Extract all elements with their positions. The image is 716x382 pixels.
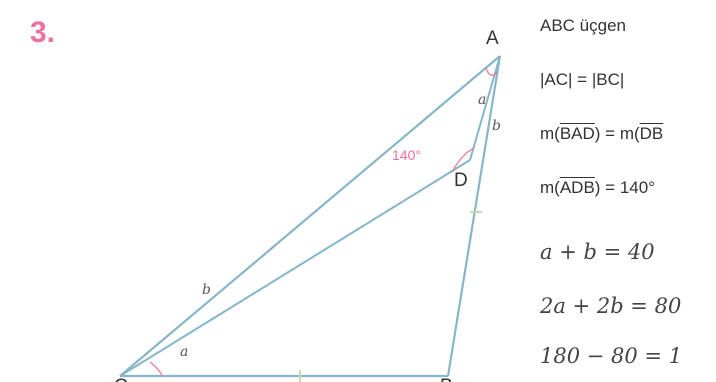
angle-arc-C: [149, 361, 163, 377]
arc-BAD: BAD: [559, 124, 595, 143]
problem-number: 3.: [30, 16, 56, 49]
given-equal-sides: |AC| = |BC|: [540, 70, 625, 89]
angle-arc-D: [451, 147, 475, 173]
handwritten-line-1: a + b = 40: [540, 240, 655, 264]
segment-CD: [119, 159, 471, 377]
angle-arc-A: [485, 67, 498, 76]
vertex-label-B: B: [440, 376, 453, 382]
given-angle-ADB: m(ADB) = 140°: [540, 178, 655, 197]
vertex-label-C: C: [114, 376, 128, 382]
arc-DB: DB: [639, 124, 664, 143]
angle-label-a-at-A: a: [478, 92, 486, 108]
angle-label-b-at-A: b: [492, 118, 501, 134]
segment-AC: [119, 55, 501, 377]
vertex-label-D: D: [454, 170, 468, 191]
given-triangle: ABC üçgen: [540, 16, 626, 35]
arc-ADB: ADB: [559, 178, 595, 197]
given-equal-angles: m(BAD) = m(DB: [540, 124, 664, 143]
vertex-label-A: A: [486, 28, 499, 49]
angle-label-a-at-C: a: [180, 344, 188, 360]
handwritten-line-2: 2a + 2b = 80: [540, 294, 682, 318]
angle-label-b-at-C: b: [202, 282, 211, 298]
handwritten-line-3: 180 − 80 = 1: [540, 344, 683, 368]
segment-AB: [446, 55, 502, 377]
angle-label-ADB: 140°: [392, 147, 421, 163]
